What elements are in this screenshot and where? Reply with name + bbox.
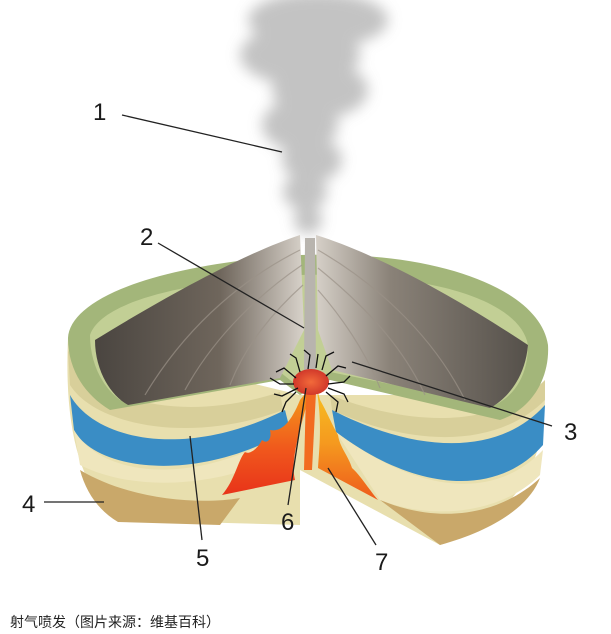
figure-caption: 射气喷发（图片来源：维基百科） — [10, 615, 220, 631]
left-band-pale — [68, 350, 283, 429]
left-band-blue — [70, 395, 290, 466]
magma-body-left — [222, 385, 312, 495]
label-2: 2 — [140, 224, 153, 251]
magma-channel — [304, 392, 316, 470]
magma-body-right — [316, 385, 378, 500]
leader-line-6 — [287, 387, 307, 506]
leader-line-1 — [121, 114, 283, 153]
label-6: 6 — [281, 509, 294, 536]
gas-plume — [240, 0, 388, 234]
leader-line-5 — [189, 435, 203, 541]
cone-strata — [144, 249, 466, 401]
volcano-cross-section-diagram: 1 2 3 4 5 6 7 — [22, 0, 577, 576]
right-band-blue — [332, 405, 545, 482]
label-5: 5 — [196, 545, 209, 572]
label-4: 4 — [22, 491, 35, 518]
right-band-brown — [380, 478, 540, 545]
fissure-cracks — [269, 349, 351, 413]
right-band-pale — [330, 380, 545, 438]
right-band-pale2 — [336, 432, 543, 512]
label-7: 7 — [375, 549, 388, 576]
label-1: 1 — [93, 99, 106, 126]
leader-line-2 — [157, 242, 305, 329]
left-band-brown — [80, 470, 240, 525]
magma-chamber — [293, 369, 329, 395]
leader-line-7 — [327, 467, 377, 546]
cone-left-flank — [95, 235, 304, 405]
leader-line-3 — [351, 361, 553, 427]
label-3: 3 — [564, 419, 577, 446]
volcanic-vent — [304, 238, 316, 372]
